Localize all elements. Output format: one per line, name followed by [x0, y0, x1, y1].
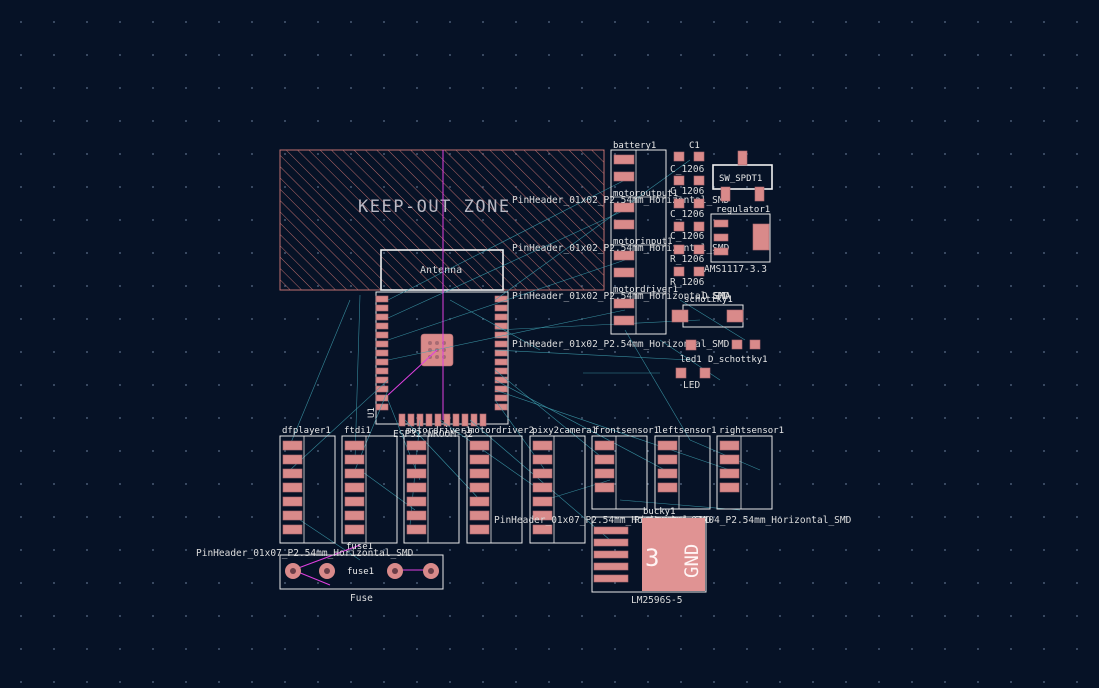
fuse-footprint[interactable]: fuse1 fuse1 Fuse	[279, 542, 444, 604]
bucky-value: LM2596S-5	[631, 595, 682, 606]
keepout-zone[interactable]: KEEP-OUT ZONE	[279, 149, 605, 291]
cap-value-1: C_1206	[670, 164, 705, 175]
schottky-ref: schottky1	[684, 295, 733, 305]
regulator-footprint[interactable]: regulator1 AMS1117-3.3	[704, 205, 771, 275]
resistor-value-1: R_1206	[670, 254, 705, 265]
bucky-pad-number: 3	[645, 544, 659, 572]
cap-value-2: C_1206	[670, 186, 705, 197]
keepout-label: KEEP-OUT ZONE	[358, 197, 511, 217]
bucky-ref: bucky1	[643, 507, 676, 517]
motordriver1-ref: motordriver1	[406, 426, 471, 436]
bucky-footprint[interactable]: 3 GND bucky1 LM2596S-5	[591, 507, 707, 606]
header-motordriver2[interactable]: motordriver2	[466, 426, 534, 544]
bottom-value-mid: PinHeader_01x07_P2.54mm_Horizontal_SMD	[494, 515, 712, 526]
motordriver-ref: motordriver1	[613, 285, 678, 295]
motorinput-ref: motorinput1	[613, 237, 673, 247]
fuse-value: Fuse	[350, 593, 373, 604]
cap-value-3: C_1206	[670, 209, 705, 220]
rightsensor-ref: rightsensor1	[719, 426, 784, 436]
u1-left-pads	[375, 295, 389, 411]
led-value: LED	[683, 380, 700, 391]
ratsnest-lines	[289, 159, 761, 561]
sw-spdt-footprint[interactable]: SW_SPDT1	[712, 150, 773, 202]
motoroutput-ref: motoroutput1	[613, 189, 678, 199]
right-header-pads	[613, 154, 635, 326]
pixy2camera-ref: pixy2camera1	[532, 426, 597, 436]
u1-right-pads	[494, 295, 508, 411]
bucky-pad-net: GND	[681, 544, 703, 578]
header-ftdi[interactable]: ftdi1	[341, 426, 398, 544]
fuse-inner-label: fuse1	[347, 567, 374, 577]
header-leftsensor[interactable]: leftsensor1	[654, 426, 717, 510]
header-dfplayer[interactable]: dfplayer1	[279, 426, 336, 544]
pinheader-value-4: PinHeader_01x02_P2.54mm_Horizontal_SMD	[512, 339, 730, 350]
passives-column[interactable]: C1 C_1206 C_1206 C_1206 C_1206 R_1206 R_…	[670, 141, 705, 288]
header-rightsensor[interactable]: rightsensor1	[716, 426, 784, 510]
led-ref: led1	[680, 355, 702, 365]
pinheader-value-1: PinHeader_01x02_P2.54mm_Horizontal_SMD	[512, 195, 730, 206]
pinheader-value-2: PinHeader_01x02_P2.54mm_Horizontal_SMD	[512, 243, 730, 254]
u1-value: ESP32-WROOM-32	[393, 429, 473, 440]
header-motordriver1[interactable]: motordriver1	[403, 426, 471, 544]
resistor-value-2: R_1206	[670, 277, 705, 288]
header-pixy2camera[interactable]: pixy2camera1	[529, 426, 597, 544]
header-frontsensor[interactable]: frontsensor1	[591, 426, 659, 510]
cap-value-4: C_1206	[670, 231, 705, 242]
u1-ref: U1	[367, 407, 377, 418]
fuse-ref: fuse1	[346, 542, 373, 552]
antenna-label: Antenna	[420, 265, 462, 276]
regulator-value: AMS1117-3.3	[704, 264, 767, 275]
led-footprint[interactable]: led1 LED	[675, 339, 711, 391]
right-header-column[interactable]: battery1 motoroutput1 motorinput1 motord…	[512, 141, 730, 350]
dfplayer-ref: dfplayer1	[282, 426, 331, 436]
copper-traces	[292, 150, 444, 586]
frontsensor-ref: frontsensor1	[594, 426, 659, 436]
bucky-gnd-pad	[642, 518, 705, 591]
schottky-value: D_SMA	[702, 291, 731, 302]
regulator-ref: regulator1	[716, 205, 770, 215]
battery-ref: battery1	[613, 141, 656, 151]
c1-ref: C1	[689, 141, 700, 151]
schottky-footprint[interactable]: schottky1 D_SMA	[671, 291, 744, 328]
sw-ref: SW_SPDT1	[719, 174, 762, 184]
pinheader-value-3: PinHeader_01x02_P2.54mm_Horizontal_SMD	[512, 291, 730, 302]
bottom-value-left: PinHeader_01x07_P2.54mm_Horizontal_SMD	[196, 548, 414, 559]
d-schottky-footprint[interactable]: D_schottky1	[708, 339, 768, 365]
antenna-area[interactable]: Antenna	[380, 249, 504, 291]
ftdi-ref: ftdi1	[344, 426, 371, 436]
leftsensor-ref: leftsensor1	[657, 426, 717, 436]
motordriver2-ref: motordriver2	[469, 426, 534, 436]
bottom-value-right: PinHeader_01x04_P2.54mm_Horizontal_SMD	[634, 515, 852, 526]
d-schottky-ref: D_schottky1	[708, 355, 768, 365]
u1-esp32-footprint[interactable]: U1 ESP32-WROOM-32	[367, 291, 509, 440]
bottom-header-row[interactable]: dfplayer1 ftdi1 motordriver1	[196, 426, 852, 559]
